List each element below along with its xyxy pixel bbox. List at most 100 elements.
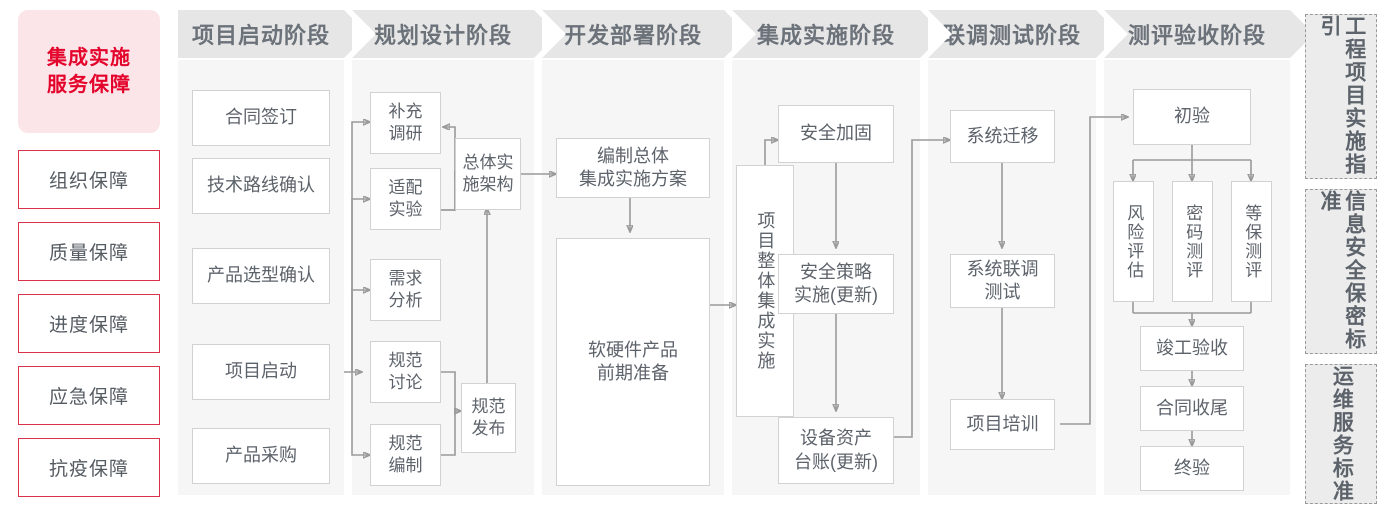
standard-label: 工程项目实施指引	[1318, 15, 1366, 176]
chevron-notch-icon	[732, 10, 756, 58]
node-label-line2: 集成实施方案	[579, 169, 687, 189]
node-label: 技术路线确认	[207, 175, 315, 196]
node-label: 终验	[1174, 457, 1210, 478]
node-spec-release[interactable]: 规范发布	[461, 383, 516, 453]
node-project-training[interactable]: 项目培训	[950, 399, 1055, 450]
node-label-line2: 编制	[388, 456, 423, 475]
phase-header-label: 联调测试阶段	[942, 23, 1081, 48]
standard-label: 运维服务标准	[1330, 365, 1354, 503]
node-asset-ledger[interactable]: 设备资产台账(更新)	[778, 417, 894, 484]
node-label: 产品选型确认	[207, 265, 315, 286]
phase-header-planning: 规划设计阶段	[352, 10, 558, 58]
node-label: 补充调研	[389, 101, 423, 145]
guarantee-sidebar: 集成实施 服务保障 组织保障 质量保障 进度保障 应急保障 抗疫保障	[18, 10, 160, 505]
node-tech-route[interactable]: 技术路线确认	[192, 158, 330, 214]
node-label: 竣工验收	[1156, 337, 1228, 358]
node-label: 规范编制	[389, 433, 423, 477]
node-security-policy[interactable]: 安全策略实施(更新)	[778, 254, 894, 314]
node-first-acceptance[interactable]: 初验	[1133, 89, 1251, 145]
node-contract-close[interactable]: 合同收尾	[1140, 386, 1244, 431]
node-spec-discuss[interactable]: 规范讨论	[370, 341, 441, 403]
phase-header-startup: 项目启动阶段	[178, 10, 368, 58]
node-label: 系统联调测试	[967, 258, 1039, 304]
node-label-line1: 编制总体	[597, 145, 669, 166]
node-crypto-eval[interactable]: 密码测评	[1172, 181, 1213, 302]
node-hw-sw-prep[interactable]: 软硬件产品前期准备	[556, 238, 710, 486]
phase-header-label: 开发部署阶段	[563, 23, 702, 48]
node-label: 等保测评	[1242, 203, 1262, 280]
node-label: 编制总体集成实施方案	[579, 145, 687, 191]
node-label-line1: 规范	[471, 397, 506, 417]
phase-header-integration: 集成实施阶段	[732, 10, 944, 58]
node-extra-research[interactable]: 补充调研	[370, 92, 441, 154]
chevron-notch-icon	[352, 10, 376, 58]
phase-header-develop: 开发部署阶段	[542, 10, 748, 58]
node-req-analysis[interactable]: 需求分析	[370, 259, 441, 321]
sidebar-title: 集成实施 服务保障	[18, 10, 160, 133]
node-label-line1: 系统联调	[966, 258, 1039, 279]
node-label-line1: 软硬件产品	[588, 339, 678, 360]
sidebar-item-organization[interactable]: 组织保障	[18, 150, 160, 209]
phase-header-label: 规划设计阶段	[373, 23, 512, 48]
node-adapt-test[interactable]: 适配实验	[370, 168, 441, 230]
node-label: 适配实验	[389, 177, 423, 221]
node-grade-eval[interactable]: 等保测评	[1231, 181, 1272, 302]
node-product-select[interactable]: 产品选型确认	[192, 248, 330, 304]
node-make-plan[interactable]: 编制总体集成实施方案	[556, 138, 710, 198]
node-label-line1: 设备资产	[800, 428, 872, 449]
node-label-line2: 施架构	[462, 175, 514, 194]
node-label-line2: 实施(更新)	[794, 285, 878, 305]
node-label-line1: 需求	[388, 269, 423, 289]
node-label-line1: 安全策略	[800, 261, 872, 282]
node-risk-assess[interactable]: 风险评估	[1113, 181, 1154, 302]
node-final-check[interactable]: 终验	[1140, 446, 1244, 491]
standard-panel-eng-guide[interactable]: 工程项目实施指引	[1305, 14, 1377, 179]
node-label-line2: 调研	[388, 124, 423, 143]
phase-header-joint-test: 联调测试阶段	[928, 10, 1120, 58]
chevron-notch-icon	[542, 10, 566, 58]
node-label: 初验	[1174, 106, 1210, 127]
node-project-kickoff[interactable]: 项目启动	[192, 344, 330, 400]
node-sys-migration[interactable]: 系统迁移	[950, 110, 1055, 163]
node-label: 设备资产台账(更新)	[794, 427, 878, 473]
node-security-harden[interactable]: 安全加固	[778, 105, 894, 163]
sidebar-item-label: 组织保障	[48, 171, 129, 192]
node-label: 总体实施架构	[463, 152, 514, 196]
node-label-line1: 规范	[388, 351, 423, 371]
node-label: 软硬件产品前期准备	[588, 339, 678, 385]
node-label-line2: 发布	[471, 419, 506, 438]
sidebar-title-line2: 服务保障	[47, 73, 131, 96]
node-spec-draft[interactable]: 规范编制	[370, 424, 441, 486]
node-label: 密码测评	[1183, 203, 1203, 280]
node-label: 风险评估	[1124, 203, 1144, 280]
standard-label: 信息安全保密标准	[1318, 190, 1366, 351]
node-label: 产品采购	[225, 445, 297, 466]
node-label-line1: 规范	[388, 434, 423, 454]
phase-header-label: 集成实施阶段	[756, 23, 895, 48]
node-contract[interactable]: 合同签订	[192, 90, 330, 146]
sidebar-title-line1: 集成实施	[47, 46, 131, 69]
node-label-line2: 台账(更新)	[794, 451, 878, 472]
node-label-line1: 总体实	[462, 153, 514, 173]
node-label: 安全加固	[800, 123, 872, 144]
node-label: 项目培训	[966, 413, 1039, 434]
node-sys-joint-test[interactable]: 系统联调测试	[950, 254, 1055, 308]
chevron-notch-icon	[1104, 10, 1128, 58]
node-label-line2: 分析	[388, 291, 423, 310]
node-product-purchase[interactable]: 产品采购	[192, 428, 330, 484]
node-final-acceptance[interactable]: 竣工验收	[1140, 326, 1244, 371]
standard-panel-infosec[interactable]: 信息安全保密标准	[1305, 189, 1377, 354]
node-label-line2: 测试	[984, 282, 1021, 302]
sidebar-item-emergency[interactable]: 应急保障	[18, 366, 160, 425]
sidebar-item-quality[interactable]: 质量保障	[18, 222, 160, 281]
phase-header-acceptance: 测评验收阶段	[1104, 10, 1314, 58]
sidebar-item-schedule[interactable]: 进度保障	[18, 294, 160, 353]
node-label: 需求分析	[389, 268, 423, 312]
node-label: 规范发布	[472, 396, 506, 440]
sidebar-item-label: 应急保障	[48, 387, 129, 408]
sidebar-item-epidemic[interactable]: 抗疫保障	[18, 438, 160, 497]
node-label-line2: 讨论	[388, 373, 423, 392]
node-overall-arch[interactable]: 总体实施架构	[455, 138, 521, 210]
standard-panel-ops[interactable]: 运维服务标准	[1305, 364, 1377, 504]
node-label: 项目整体集成实施	[755, 211, 776, 371]
